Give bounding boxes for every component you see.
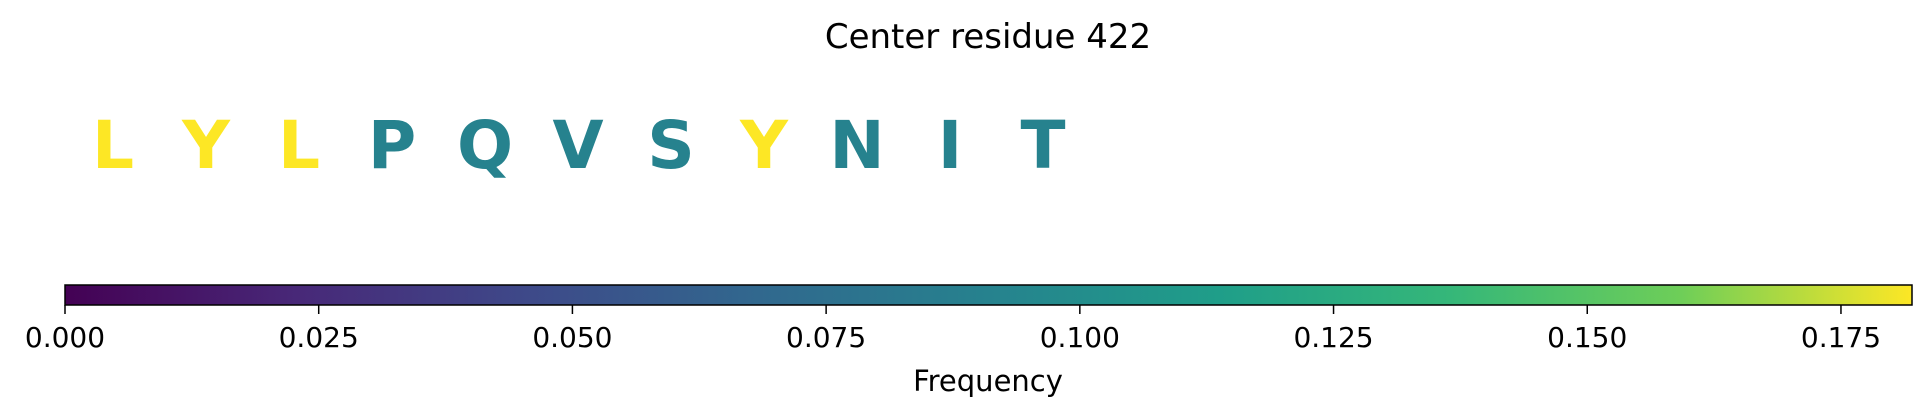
- residue-letter: S: [647, 107, 695, 184]
- colorbar-tick-label: 0.125: [1293, 321, 1373, 354]
- colorbar-ticks: 0.000 0.025 0.050 0.075 0.100 0.125 0.150 0.175: [25, 305, 1881, 354]
- residue-letter: Y: [739, 107, 789, 184]
- colorbar-tick-label: 0.100: [1040, 321, 1120, 354]
- residue-letter: L: [278, 107, 320, 184]
- residue-letter: P: [368, 107, 416, 184]
- colorbar-tick-label: 0.150: [1547, 321, 1627, 354]
- residue-letter: V: [552, 107, 603, 184]
- residue-letter: I: [938, 107, 963, 184]
- residue-letter: Q: [457, 107, 513, 184]
- residue-letter: L: [92, 107, 134, 184]
- colorbar-tick-label: 0.075: [786, 321, 866, 354]
- colorbar-tick-label: 0.050: [532, 321, 612, 354]
- colorbar-tick-label: 0.175: [1801, 321, 1881, 354]
- colorbar-label: Frequency: [913, 364, 1063, 398]
- chart-title: Center residue 422: [825, 17, 1151, 57]
- colorbar: [64, 284, 1913, 306]
- colorbar-tick-label: 0.025: [279, 321, 359, 354]
- colorbar-tick-label: 0.000: [25, 321, 105, 354]
- residue-letter: N: [829, 107, 884, 184]
- residue-letter: Y: [181, 107, 231, 184]
- residue-letter: T: [1020, 107, 1065, 184]
